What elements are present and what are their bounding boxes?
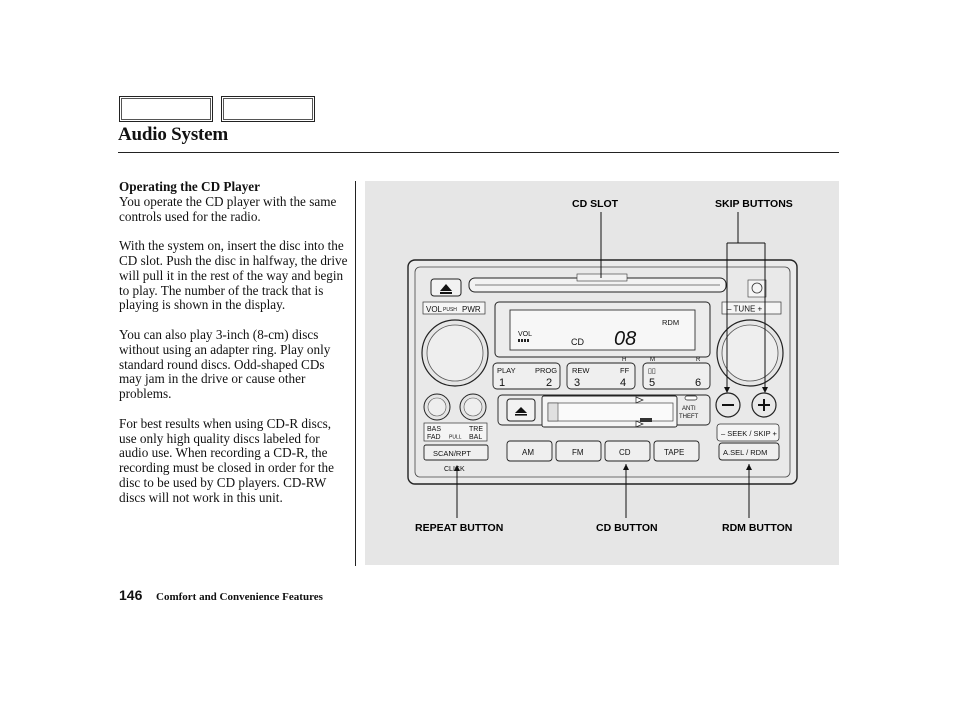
preset-5-6-button[interactable]: [642, 362, 711, 390]
fad-label: FAD: [427, 434, 441, 441]
preset-m-label: M: [650, 357, 655, 363]
display-rdm: RDM: [662, 318, 679, 327]
push-label: PUSH: [443, 307, 457, 313]
click-label: CLICK: [444, 466, 465, 473]
preset-3-label: 3: [574, 377, 580, 389]
bal-label: BAL: [469, 434, 482, 441]
asel-rdm-button[interactable]: [718, 442, 780, 461]
footer-section-name: Comfort and Convenience Features: [156, 591, 323, 603]
pull-label: PULL: [449, 435, 462, 441]
audio-unit-illustration: CD SLOT SKIP BUTTONS REPEAT BUTTON CD BU…: [407, 198, 798, 534]
am-button[interactable]: [506, 440, 553, 462]
tre-label: TRE: [469, 426, 483, 433]
callout-arrows: [454, 387, 768, 471]
column-divider: [355, 181, 356, 566]
preset-5-label: 5: [649, 377, 655, 389]
eject-icon: [440, 284, 452, 291]
preset-h-label: H: [622, 357, 626, 363]
scan-repeat-button[interactable]: [423, 444, 489, 461]
preset-3-4-button[interactable]: [566, 362, 636, 390]
paragraph-4: For best results when using CD-R discs, …: [119, 415, 334, 505]
title-rule: [118, 152, 839, 153]
display-vol: VOL: [518, 331, 532, 338]
paragraph-2: With the system on, insert the disc into…: [119, 238, 348, 313]
page-number: 146: [119, 587, 143, 603]
section-heading: Operating the CD Player: [119, 179, 261, 194]
display-screen: [509, 309, 696, 351]
fm-button[interactable]: [555, 440, 602, 462]
seek-skip-label: – SEEK / SKIP +: [721, 429, 778, 438]
cd-button[interactable]: [604, 440, 651, 462]
display-track-number: 08: [614, 328, 636, 350]
cd-logo-icon: [747, 279, 767, 298]
ff-label: FF: [620, 366, 630, 375]
paragraph-1: You operate the CD player with the same …: [119, 193, 337, 224]
tape-direction-icon: ▯▯: [648, 368, 656, 375]
rew-label: REW: [572, 366, 590, 375]
paragraph-3: You can also play 3-inch (8-cm) discs wi…: [119, 326, 331, 402]
pwr-label: PWR: [462, 305, 481, 314]
vol-label: VOL: [426, 305, 443, 314]
preset-1-2-button[interactable]: [492, 362, 561, 390]
preset-6-label: 6: [695, 377, 701, 389]
prog-label: PROG: [535, 366, 557, 375]
cd-label: CD: [619, 448, 631, 457]
nav-tab-box-2[interactable]: [221, 96, 315, 122]
scan-rpt-label: SCAN/RPT: [433, 449, 471, 458]
callout-cd-slot: CD SLOT: [572, 198, 619, 210]
preset-r-label: R: [696, 357, 701, 363]
asel-rdm-label: A.SEL / RDM: [723, 448, 767, 457]
minus-icon: [722, 404, 734, 406]
tape-eject-icon: [515, 407, 527, 413]
preset-1-label: 1: [499, 377, 505, 389]
body-text: Operating the CD Player You operate the …: [119, 179, 349, 520]
callout-lines: [456, 212, 766, 518]
audio-unit-figure: CD SLOT SKIP BUTTONS REPEAT BUTTON CD BU…: [365, 181, 839, 565]
callout-rdm-button: RDM BUTTON: [722, 522, 792, 534]
preset-2-label: 2: [546, 377, 552, 389]
callout-cd-button: CD BUTTON: [596, 522, 658, 534]
tape-label: TAPE: [664, 448, 684, 457]
page-title: Audio System: [118, 124, 229, 145]
display-cd: CD: [571, 337, 584, 347]
callout-skip-buttons: SKIP BUTTONS: [715, 198, 793, 210]
fm-label: FM: [572, 448, 584, 457]
nav-tab-box-1[interactable]: [119, 96, 213, 122]
tape-button[interactable]: [653, 440, 700, 462]
anti-label: ANTI: [682, 406, 696, 412]
preset-4-label: 4: [620, 377, 626, 389]
play-label: PLAY: [497, 366, 516, 375]
tune-label: – TUNE +: [727, 305, 763, 314]
theft-label: THEFT: [679, 414, 699, 420]
anti-theft-indicator: [684, 395, 698, 401]
am-label: AM: [522, 448, 534, 457]
callout-repeat-button: REPEAT BUTTON: [415, 522, 503, 534]
bas-label: BAS: [427, 426, 441, 433]
